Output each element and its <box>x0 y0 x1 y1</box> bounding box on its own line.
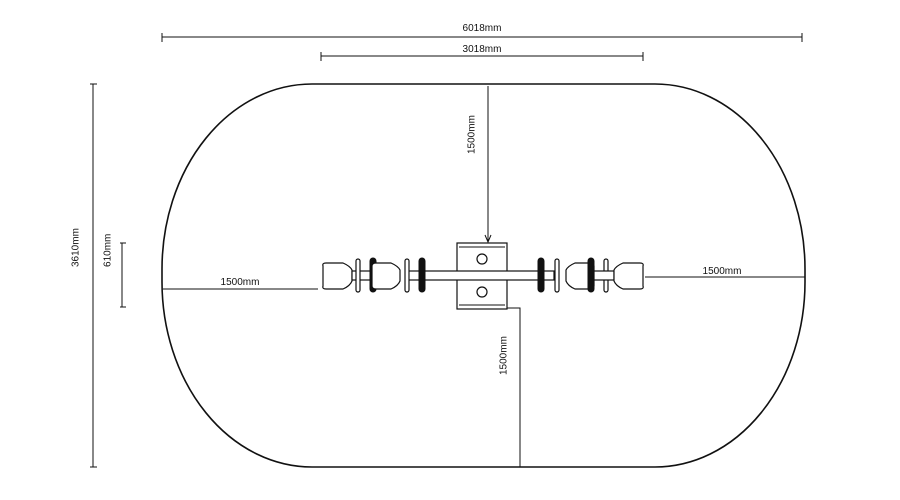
dimension-label: 1500mm <box>703 266 742 277</box>
seat-left-inner <box>371 262 401 290</box>
dimension-top-clearance: 1500mm <box>467 86 492 244</box>
safety-zone-outline <box>161 83 806 468</box>
handle-grip <box>537 257 545 293</box>
dimension-overall-width: 3610mm <box>71 83 97 468</box>
seesaw-beam <box>407 270 555 281</box>
bolt-icon <box>476 286 488 298</box>
dimension-overall-length: 6018mm <box>161 23 803 42</box>
dimension-label: 610mm <box>102 234 113 267</box>
seesaw-equipment <box>322 242 644 310</box>
handle <box>554 258 560 293</box>
bolt-icon <box>476 253 488 265</box>
dimension-right-clearance: 1500mm <box>645 266 805 278</box>
handle <box>355 258 361 293</box>
dimension-bottom-clearance: 1500mm <box>499 307 521 467</box>
dimension-label: 3610mm <box>71 228 82 267</box>
seat-right-outer <box>613 262 644 290</box>
handle-grip <box>587 257 595 293</box>
handle <box>404 258 410 293</box>
handle-grip <box>418 257 426 293</box>
dimension-label: 3018mm <box>463 44 502 55</box>
dimension-label: 1500mm <box>499 336 510 375</box>
dimension-left-clearance: 1500mm <box>163 277 318 290</box>
dimension-label: 6018mm <box>463 23 502 34</box>
seat-left-outer <box>322 262 353 290</box>
dimension-label: 1500mm <box>467 115 478 154</box>
dimension-equipment-width: 610mm <box>102 234 126 308</box>
dimension-label: 1500mm <box>221 277 260 288</box>
dimension-inner-length: 3018mm <box>320 44 644 61</box>
